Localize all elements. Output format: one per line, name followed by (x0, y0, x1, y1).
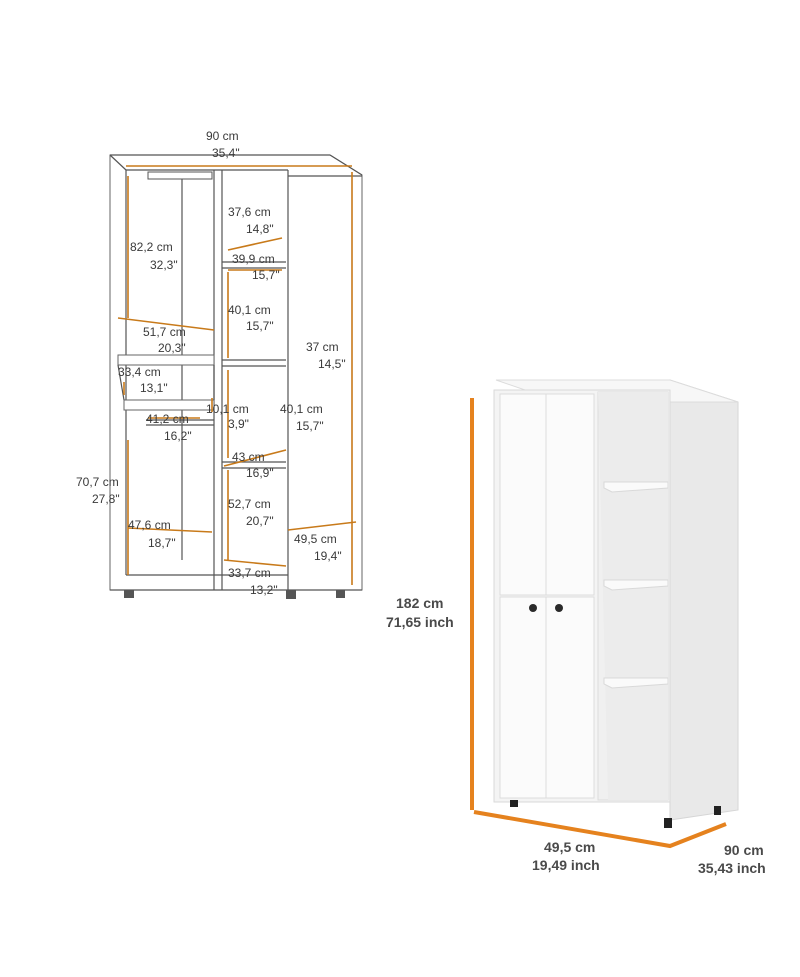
overall-width-cm-right: 90 cm (724, 842, 764, 858)
drawer-width-in: 13,1" (140, 381, 168, 395)
depth-in: 19,4" (314, 549, 342, 563)
overall-width-in: 35,4" (212, 146, 240, 160)
shelf-top-depth-cm: 37,6 cm (228, 205, 271, 219)
overall-width-cm: 90 cm (206, 129, 239, 143)
hang-height-cm: 82,2 cm (130, 240, 173, 254)
shelf-gap-2-in: 15,7" (296, 419, 324, 433)
technical-drawing: 90 cm 35,4" 82,2 cm 32,3" 51,7 cm 20,3" … (76, 129, 363, 599)
side-height-in: 14,5" (318, 357, 346, 371)
drawer-depth-cm: 41,2 cm (146, 412, 189, 426)
shelf-1-width-cm: 39,9 cm (232, 252, 275, 266)
hang-width-in: 20,3" (158, 341, 186, 355)
shelf-gap-3-cm: 52,7 cm (228, 497, 271, 511)
drawer-height-cm: 10,1 cm (206, 402, 249, 416)
hang-height-in: 32,3" (150, 258, 178, 272)
lower-width-cm: 47,6 cm (128, 518, 171, 532)
shelf-bottom-width-cm: 33,7 cm (228, 566, 271, 580)
hang-width-cm: 51,7 cm (143, 325, 186, 339)
drawer-width-cm: 33,4 cm (118, 365, 161, 379)
knob-right-icon (555, 604, 563, 612)
lower-height-cm: 70,7 cm (76, 475, 119, 489)
shelf-2-width-in: 16,9" (246, 466, 274, 480)
shelf-gap-3-in: 20,7" (246, 514, 274, 528)
overall-height-cm: 182 cm (396, 595, 443, 611)
shelf-1-width-in: 15,7" (252, 268, 280, 282)
shelf-bottom-width-in: 13,2" (250, 583, 278, 597)
shelf-gap-1-cm: 40,1 cm (228, 303, 271, 317)
drawer-depth-in: 16,2" (164, 429, 192, 443)
depth-cm: 49,5 cm (294, 532, 337, 546)
overall-depth-in: 19,49 inch (532, 857, 600, 873)
side-height-cm: 37 cm (306, 340, 339, 354)
drawer-height-in: 3,9" (228, 417, 249, 431)
shelf-gap-1-in: 15,7" (246, 319, 274, 333)
shelf-2-width-cm: 43 cm (232, 450, 265, 464)
lower-height-in: 27,8" (92, 492, 120, 506)
overall-height-in: 71,65 inch (386, 614, 454, 630)
shelf-gap-2-cm: 40,1 cm (280, 402, 323, 416)
cabinet-render (470, 379, 739, 849)
overall-depth-cm: 49,5 cm (544, 839, 595, 855)
overall-width-in-right: 35,43 inch (698, 860, 766, 876)
lower-width-in: 18,7" (148, 536, 176, 550)
shelf-top-depth-in: 14,8" (246, 222, 274, 236)
knob-left-icon (529, 604, 537, 612)
